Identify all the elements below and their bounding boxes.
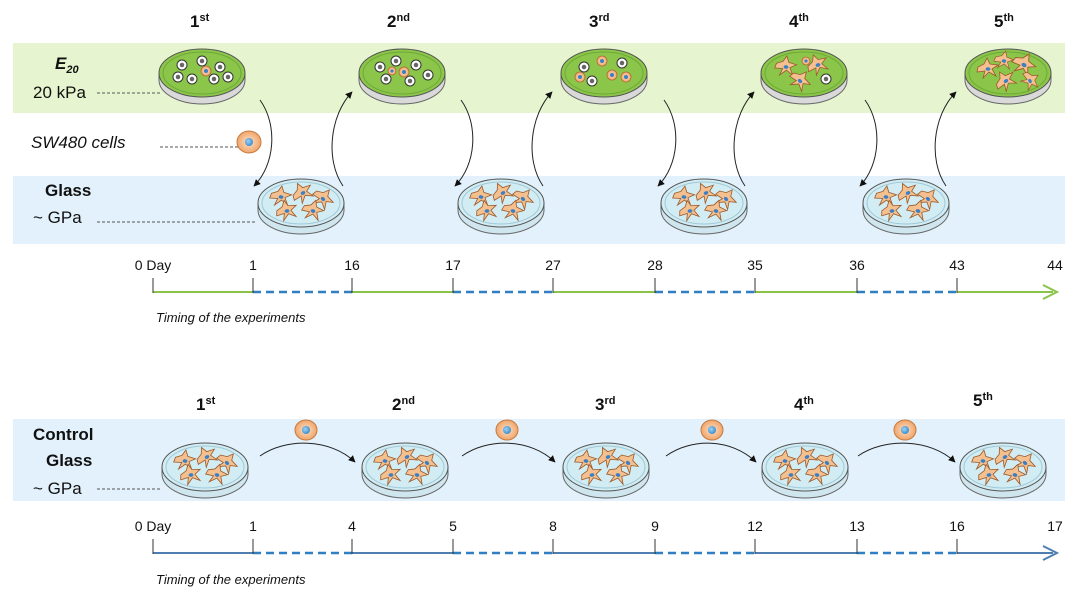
top-timeline-tick-label-6: 35 <box>747 257 763 273</box>
top-timeline: 0 Day 1 16 17 27 28 35 36 43 44 <box>135 257 1063 300</box>
glass-dish-1 <box>257 178 345 235</box>
bottom-glass-dishes <box>161 442 1047 499</box>
arrow-transfer-2 <box>461 442 556 463</box>
arrow-up-2 <box>531 91 553 187</box>
top-timeline-tick-label-2: 16 <box>344 257 360 273</box>
arrow-transfer-3 <box>665 442 757 463</box>
top-ordinal-5: 5th <box>994 12 1014 31</box>
control-dish-2 <box>361 442 449 499</box>
sw480-cell-icon-1 <box>294 419 318 441</box>
control-glass-value: ~ GPa <box>33 479 82 498</box>
glass-label: Glass <box>45 181 91 200</box>
top-timeline-tick-label-9: 44 <box>1047 257 1063 273</box>
sw480-cell-icon-3 <box>700 419 724 441</box>
control-dish-4 <box>761 442 849 499</box>
e20-dish-5 <box>964 48 1052 105</box>
bottom-ordinal-4: 4th <box>794 395 814 414</box>
top-green-dishes <box>158 48 1052 105</box>
top-timeline-tick-label-1: 1 <box>249 257 257 273</box>
bottom-ordinal-2: 2nd <box>392 395 415 414</box>
top-timeline-tick-label-3: 17 <box>445 257 461 273</box>
top-timeline-tick-label-8: 43 <box>949 257 965 273</box>
top-timeline-arrowhead <box>1042 284 1060 300</box>
top-ordinals: 1st 2nd 3rd 4th 5th <box>190 12 1014 31</box>
top-caption: Timing of the experiments <box>156 310 306 325</box>
glass-dish-4 <box>862 178 950 235</box>
bottom-timeline-tick-label-7: 13 <box>849 518 865 534</box>
arrow-down-1 <box>253 99 273 187</box>
sw480-cell-icon <box>236 130 262 154</box>
bottom-timeline-tick-label-9: 17 <box>1047 518 1063 534</box>
control-dish-1 <box>161 442 249 499</box>
bottom-ordinals: 1st 2nd 3rd 4th 5th <box>196 391 993 414</box>
glass-value: ~ GPa <box>33 208 82 227</box>
control-label: Control <box>33 425 93 444</box>
glass-dish-2 <box>457 178 545 235</box>
arrow-down-2 <box>454 99 474 187</box>
bottom-ordinal-1: 1st <box>196 395 216 414</box>
bottom-timeline-tick-label-8: 16 <box>949 518 965 534</box>
bottom-timeline-tick-label-1: 1 <box>249 518 257 534</box>
sw480-cell-icon-4 <box>893 419 917 441</box>
e20-dish-1 <box>158 48 246 105</box>
top-ordinal-3: 3rd <box>589 12 609 31</box>
e20-dish-2 <box>358 48 446 105</box>
bottom-caption: Timing of the experiments <box>156 572 306 587</box>
e20-dish-4 <box>760 48 848 105</box>
bottom-timeline-arrowhead <box>1042 545 1060 561</box>
bottom-timeline-tick-label-6: 12 <box>747 518 763 534</box>
bottom-timeline-tick-label-4: 8 <box>549 518 557 534</box>
cells-label: SW480 cells <box>31 133 126 152</box>
top-ordinal-2: 2nd <box>387 12 410 31</box>
top-glass-dishes <box>257 178 950 235</box>
glass-dish-3 <box>660 178 748 235</box>
arrow-up-4 <box>934 91 957 187</box>
bottom-ordinal-5: 5th <box>973 391 993 410</box>
arrow-transfer-1 <box>259 442 356 463</box>
arrow-down-4 <box>859 99 878 187</box>
top-ordinal-1: 1st <box>190 12 210 31</box>
control-glass-label: Glass <box>46 451 92 470</box>
arrow-transfer-4 <box>857 442 956 463</box>
bottom-timeline-tick-label-0: 0 Day <box>135 518 172 534</box>
top-timeline-tick-label-0: 0 Day <box>135 257 172 273</box>
bottom-ordinal-3: 3rd <box>595 395 615 414</box>
bottom-timeline-tick-label-3: 5 <box>449 518 457 534</box>
e20-dish-3 <box>560 48 648 105</box>
sw480-cell-icon-2 <box>495 419 519 441</box>
bottom-timeline: 0 Day 1 4 5 8 9 12 13 16 17 <box>135 518 1063 561</box>
top-timeline-tick-label-4: 27 <box>545 257 561 273</box>
bottom-transfer-arrows <box>259 419 956 463</box>
e20-label: E20 <box>55 54 79 76</box>
control-dish-3 <box>562 442 650 499</box>
arrow-up-3 <box>733 91 755 187</box>
top-transfer-arrows <box>253 91 957 187</box>
top-timeline-tick-label-7: 36 <box>849 257 865 273</box>
top-timeline-tick-label-5: 28 <box>647 257 663 273</box>
arrow-down-3 <box>657 99 677 187</box>
e20-value: 20 kPa <box>33 83 86 102</box>
bottom-timeline-tick-label-5: 9 <box>651 518 659 534</box>
control-dish-5 <box>959 442 1047 499</box>
arrow-up-1 <box>331 91 353 187</box>
top-ordinal-4: 4th <box>789 12 809 31</box>
bottom-timeline-tick-label-2: 4 <box>348 518 356 534</box>
